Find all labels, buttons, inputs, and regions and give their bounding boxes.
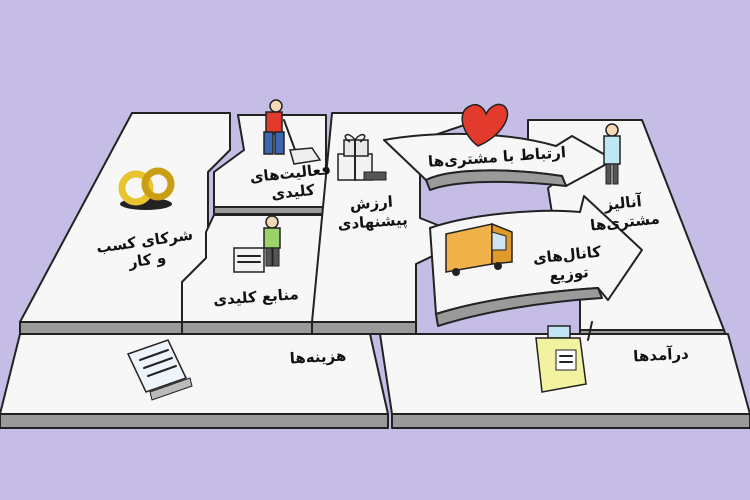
value-propositions-label: ارزش پیشنهادی (337, 192, 409, 234)
worker-icon (263, 99, 322, 165)
receipt-icon (126, 339, 193, 401)
cost-structure-panel (0, 333, 389, 429)
customer-segments-label: آنالیز مشتری‌ها (589, 192, 661, 235)
truck-icon (445, 222, 513, 276)
cash-register-icon (535, 321, 593, 393)
gift-icon (337, 133, 387, 181)
heart-icon (461, 103, 509, 147)
customer-icon (603, 123, 621, 185)
rings-icon (118, 167, 175, 210)
customer-relationships-arrow (383, 132, 615, 191)
machine-icon (233, 215, 281, 273)
